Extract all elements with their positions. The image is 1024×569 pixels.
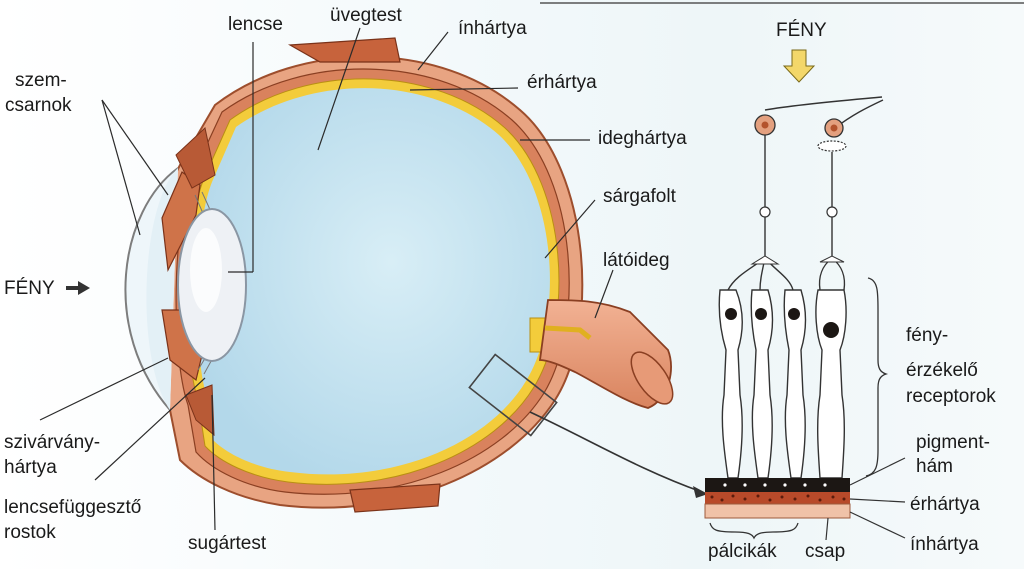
leader-lines xyxy=(39,27,614,531)
label-zonule-1: lencsefüggesztő xyxy=(4,497,142,518)
label-receptors-1: fény- xyxy=(906,325,949,346)
label-vitreous-body: üvegtest xyxy=(330,5,402,26)
label-receptors-2: érzékelő xyxy=(906,360,978,381)
ciliary-body-top xyxy=(175,127,216,189)
iris-top xyxy=(161,171,201,273)
label-anterior-chamber-1: szem- xyxy=(15,70,67,91)
label-anterior-chamber-2: csarnok xyxy=(5,95,72,116)
label-sclera-top: ínhártya xyxy=(458,18,527,39)
label-ciliary-body: sugártest xyxy=(188,533,267,554)
light-arrow-left xyxy=(66,281,90,295)
label-optic-nerve: látóideg xyxy=(603,250,670,271)
receptor-diagram xyxy=(704,49,906,541)
muscle-top xyxy=(287,37,401,63)
label-rods: pálcikák xyxy=(708,541,777,562)
label-iris-1: szivárvány- xyxy=(4,432,101,453)
front-of-eye xyxy=(124,127,247,437)
label-choroid-bottom: érhártya xyxy=(910,494,980,515)
label-receptors-3: receptorok xyxy=(906,386,996,407)
label-cone: csap xyxy=(805,541,846,562)
label-macula: sárgafolt xyxy=(603,186,676,207)
receptor-bracket xyxy=(865,277,889,477)
label-lens: lencse xyxy=(228,14,283,35)
label-pigment-1: pigment- xyxy=(916,432,990,453)
label-choroid-top: érhártya xyxy=(527,72,597,93)
light-arrow-top xyxy=(782,49,816,83)
label-retina: ideghártya xyxy=(598,128,687,149)
rods-brace xyxy=(709,522,799,540)
label-light-left: FÉNY xyxy=(4,278,55,299)
label-light-top: FÉNY xyxy=(776,20,827,41)
label-iris-2: hártya xyxy=(4,457,57,478)
zoom-arrow xyxy=(529,411,703,493)
optic-nerve xyxy=(538,299,674,409)
sclera-layer xyxy=(704,503,851,519)
label-sclera-bottom: ínhártya xyxy=(910,534,979,555)
ciliary-body-bottom xyxy=(185,384,215,437)
label-zonule-2: rostok xyxy=(4,522,56,543)
pigment-epithelium xyxy=(705,478,850,492)
label-pigment-2: hám xyxy=(916,456,953,477)
choroid-layer xyxy=(705,492,850,504)
muscle-bottom xyxy=(349,483,441,513)
vitreous-body xyxy=(197,88,550,475)
